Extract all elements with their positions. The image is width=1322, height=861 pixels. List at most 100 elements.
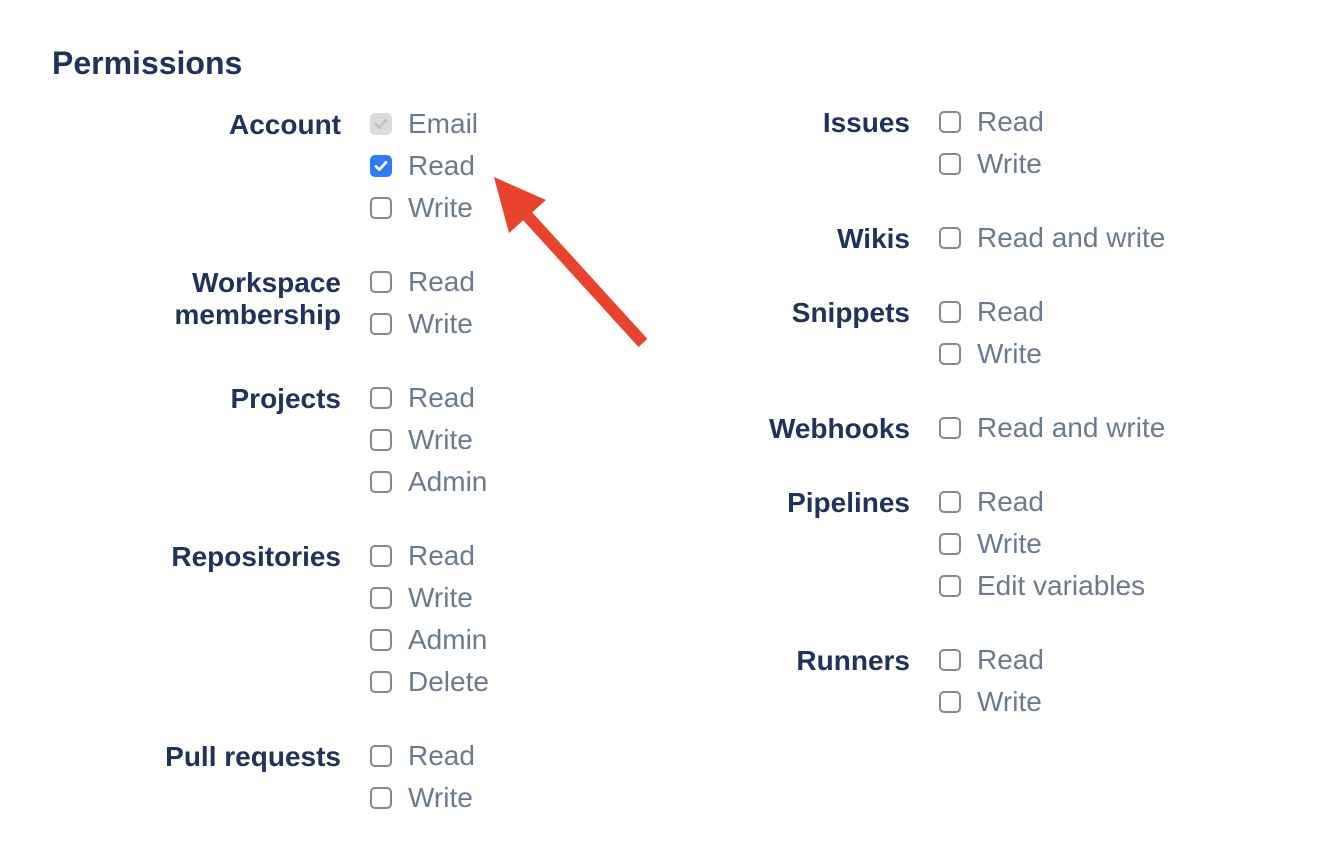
checkbox-label: Write bbox=[977, 686, 1042, 717]
checkbox-pull-requests-write[interactable] bbox=[370, 787, 392, 809]
permission-group-label: Repositories bbox=[171, 541, 341, 572]
permission-option-row: Write bbox=[370, 582, 489, 613]
checkbox-label: Write bbox=[977, 338, 1042, 369]
permission-group-label: Snippets bbox=[791, 297, 910, 328]
checkbox-label: Email bbox=[408, 108, 479, 139]
checkbox-projects-read[interactable] bbox=[370, 387, 392, 409]
page-title: Permissions bbox=[52, 45, 243, 81]
checkbox-workspace-membership-read[interactable] bbox=[370, 271, 392, 293]
checkbox-label: Read bbox=[977, 644, 1044, 675]
checkbox-label: Read bbox=[977, 296, 1044, 327]
permission-option-row: Read bbox=[939, 486, 1145, 517]
permission-group-label: Pull requests bbox=[165, 741, 341, 772]
permission-option-row: Write bbox=[370, 424, 487, 455]
checkbox-label: Read bbox=[408, 540, 475, 571]
checkbox-account-email bbox=[370, 113, 392, 135]
checkbox-pipelines-read[interactable] bbox=[939, 491, 961, 513]
red-arrow-icon bbox=[494, 177, 648, 348]
permission-group-label: Account bbox=[229, 109, 341, 140]
checkbox-repositories-delete[interactable] bbox=[370, 671, 392, 693]
checkbox-workspace-membership-write[interactable] bbox=[370, 313, 392, 335]
checkbox-label: Write bbox=[977, 148, 1042, 179]
permission-option-row: Read bbox=[939, 644, 1044, 675]
checkbox-label: Read and write bbox=[977, 412, 1166, 443]
checkbox-label: Admin bbox=[408, 624, 488, 655]
permission-option-row: Admin bbox=[370, 624, 489, 655]
permission-option-row: Read bbox=[939, 108, 1044, 136]
checkbox-label: Write bbox=[408, 782, 473, 813]
permission-group-label: Workspace membership bbox=[174, 267, 342, 330]
permission-option-row: Write bbox=[939, 528, 1145, 559]
permission-option-row: Read bbox=[370, 540, 489, 571]
permission-option-row: Read bbox=[370, 742, 475, 770]
checkbox-label: Write bbox=[408, 582, 473, 613]
checkbox-label: Read bbox=[408, 382, 475, 413]
permission-option-row: Read bbox=[939, 296, 1044, 327]
permission-option-row: Read bbox=[370, 266, 475, 297]
permission-option-row: Read and write bbox=[939, 412, 1166, 443]
checkbox-projects-admin[interactable] bbox=[370, 471, 392, 493]
checkbox-repositories-write[interactable] bbox=[370, 587, 392, 609]
checkbox-wikis-read-and-write[interactable] bbox=[939, 227, 961, 249]
checkbox-label: Read bbox=[408, 266, 475, 297]
permission-option-row: Write bbox=[370, 194, 478, 222]
checkbox-label: Write bbox=[408, 424, 473, 455]
checkbox-label: Write bbox=[408, 308, 473, 339]
checkbox-pipelines-edit-variables[interactable] bbox=[939, 575, 961, 597]
permission-group-label: Wikis bbox=[837, 223, 910, 254]
permission-option-row: Write bbox=[939, 686, 1044, 717]
checkbox-issues-write[interactable] bbox=[939, 153, 961, 175]
permission-group-wikis: Wikis Read and write bbox=[730, 222, 1166, 269]
permission-option-row: Edit variables bbox=[939, 570, 1146, 601]
permission-group-webhooks: Webhooks Read and write bbox=[730, 412, 1166, 459]
checkbox-account-write[interactable] bbox=[370, 197, 392, 219]
permission-group-label: Runners bbox=[796, 645, 910, 676]
permission-option-row: Read and write bbox=[939, 222, 1166, 253]
checkbox-label: Edit variables bbox=[977, 570, 1146, 601]
permission-option-row: Email bbox=[370, 108, 479, 139]
permission-option-row: Write bbox=[370, 782, 475, 813]
checkbox-snippets-write[interactable] bbox=[939, 343, 961, 365]
permission-option-row: Write bbox=[370, 308, 475, 339]
checkbox-projects-write[interactable] bbox=[370, 429, 392, 451]
checkbox-issues-read[interactable] bbox=[939, 111, 961, 133]
checkbox-account-read[interactable] bbox=[370, 155, 392, 177]
permission-option-row: Read bbox=[370, 152, 478, 180]
permission-option-row: Write bbox=[939, 338, 1044, 369]
checkbox-label: Write bbox=[977, 528, 1042, 559]
permission-options: Read and write bbox=[939, 412, 1166, 459]
checkbox-label: Admin bbox=[408, 466, 488, 497]
checkbox-runners-write[interactable] bbox=[939, 691, 961, 713]
permission-option-row: Delete bbox=[370, 666, 489, 697]
permission-group-label: Projects bbox=[230, 383, 342, 414]
checkbox-repositories-admin[interactable] bbox=[370, 629, 392, 651]
checkbox-webhooks-read-and-write[interactable] bbox=[939, 417, 961, 439]
checkbox-label: Read and write bbox=[977, 222, 1166, 253]
checkbox-pull-requests-read[interactable] bbox=[370, 745, 392, 767]
checkbox-pipelines-write[interactable] bbox=[939, 533, 961, 555]
checkbox-snippets-read[interactable] bbox=[939, 301, 961, 323]
checkbox-repositories-read[interactable] bbox=[370, 545, 392, 567]
checkbox-label: Read bbox=[977, 486, 1044, 517]
checkbox-runners-read[interactable] bbox=[939, 649, 961, 671]
checkbox-label: Delete bbox=[408, 666, 489, 697]
permission-group-label: Webhooks bbox=[768, 413, 910, 444]
